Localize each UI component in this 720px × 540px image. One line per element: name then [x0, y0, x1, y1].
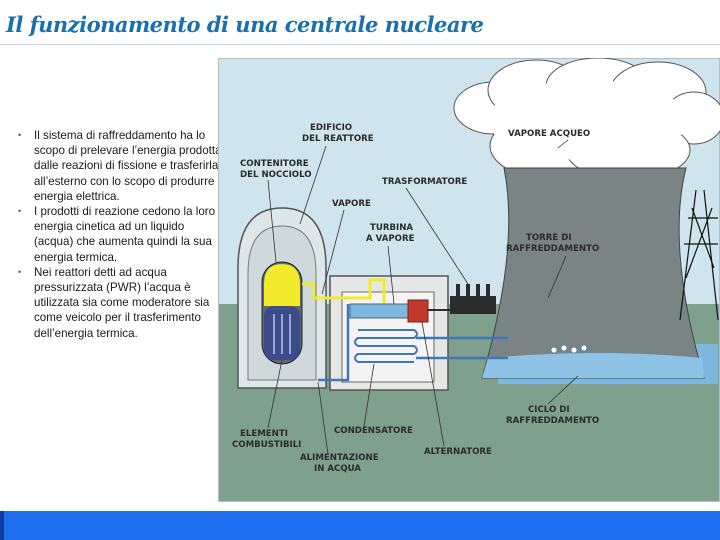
- label-trasformatore: TRASFORMATORE: [382, 177, 467, 187]
- label-turbina: TURBINA: [370, 223, 413, 233]
- label-alimentazione: ALIMENTAZIONE: [300, 453, 379, 463]
- label-contenitore: CONTENITORE: [240, 159, 309, 169]
- bullet-dot-icon: •: [18, 204, 21, 219]
- label-del-reattore: DEL REATTORE: [302, 134, 374, 144]
- cooling-tower: [482, 168, 704, 378]
- label-ciclo-raffreddamento: RAFFREDDAMENTO: [506, 416, 599, 426]
- label-a-vapore: A VAPORE: [366, 234, 415, 244]
- bullet-text: Nei reattori detti ad acqua pressurizzat…: [34, 266, 209, 340]
- label-del-nocciolo: DEL NOCCIOLO: [240, 170, 312, 180]
- label-alternatore: ALTERNATORE: [424, 447, 492, 457]
- bullet-item: • Nei reattori detti ad acqua pressurizza…: [14, 265, 224, 341]
- slide-title: Il funzionamento di una centrale nuclear…: [6, 12, 483, 37]
- label-raffreddamento: RAFFREDDAMENTO: [506, 244, 599, 254]
- label-ciclo-di: CICLO DI: [528, 405, 570, 415]
- label-in-acqua: IN ACQUA: [314, 464, 361, 474]
- label-vapore: VAPORE: [332, 199, 371, 209]
- bullet-item: • Il sistema di raffreddamento ha lo scop…: [14, 128, 224, 204]
- label-edificio: EDIFICIO: [310, 123, 352, 133]
- nuclear-plant-diagram: EDIFICIO DEL REATTORE VAPORE ACQUEO CONT…: [218, 58, 720, 502]
- bullet-text: I prodotti di reazione cedono la loro en…: [34, 205, 215, 264]
- tower-basin-water: [482, 353, 704, 378]
- bullet-dot-icon: •: [18, 128, 21, 143]
- label-torre-di: TORRE DI: [526, 233, 572, 243]
- label-condensatore: CONDENSATORE: [334, 426, 413, 436]
- footer-bar-edge: [0, 511, 4, 540]
- footer-bar: [0, 511, 720, 540]
- label-vapore-acqueo: VAPORE ACQUEO: [508, 129, 590, 139]
- label-combustibili: COMBUSTIBILI: [232, 440, 301, 450]
- label-elementi: ELEMENTI: [240, 429, 288, 439]
- title-divider: [0, 44, 720, 45]
- steam-cloud-fill: [488, 80, 688, 160]
- alternator: [408, 300, 428, 322]
- bullet-list: • Il sistema di raffreddamento ha lo scop…: [14, 128, 224, 341]
- bullet-item: • I prodotti di reazione cedono la loro e…: [14, 204, 224, 265]
- reactor-steam-zone: [264, 264, 300, 306]
- turbine: [350, 304, 410, 318]
- bullet-text: Il sistema di raffreddamento ha lo scopo…: [34, 129, 222, 203]
- diagram-canvas: EDIFICIO DEL REATTORE VAPORE ACQUEO CONT…: [218, 58, 720, 502]
- bullet-dot-icon: •: [18, 265, 21, 280]
